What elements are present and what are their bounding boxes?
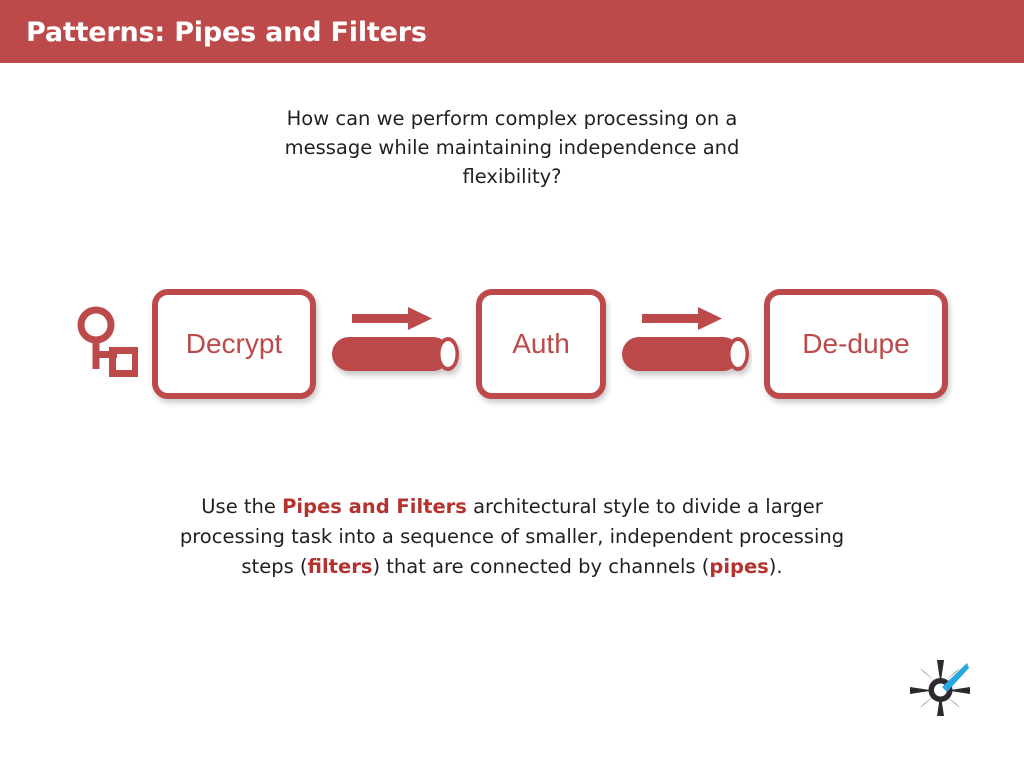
pipe-arrow-icon [642,307,722,330]
page-title: Patterns: Pipes and Filters [26,17,427,48]
question-line-2: message while maintaining independence a… [284,136,740,159]
description-text-segment: steps ( [241,555,308,578]
stage-label-de-dupe: De-dupe [802,328,910,359]
stage-box-auth: Auth [476,289,606,399]
starburst-logo [906,656,974,724]
pipe-arrow-icon [352,307,432,330]
key-icon [76,306,139,382]
stage-label-decrypt: Decrypt [185,328,283,359]
cyan-ray-icon [942,663,969,692]
pipe-connector-1 [326,305,462,383]
highlight-filters: filters [307,555,373,578]
question-text: How can we perform complex processing on… [262,104,762,191]
highlight-pipes-and-filters: Pipes and Filters [282,495,467,518]
pipe-cylinder [332,337,459,371]
question-line-3: flexibility? [462,165,562,188]
description-text-segment: ) that are connected by channels ( [372,555,710,578]
description-text-segment: architectural style to divide a larger [466,495,823,518]
description-line-3: steps (filters) that are connected by ch… [152,552,872,582]
description-line-2: processing task into a sequence of small… [179,525,845,548]
description-text: Use the Pipes and Filters architectural … [152,492,872,582]
stage-box-decrypt: Decrypt [152,289,316,399]
description-text-segment: Use the [201,495,283,518]
header-bar: Patterns: Pipes and Filters [0,0,1024,63]
stage-label-auth: Auth [512,328,570,359]
pipe-cylinder [622,337,749,371]
description-text-segment: ). [768,555,783,578]
description-line-1: Use the Pipes and Filters architectural … [152,492,872,522]
pipe-connector-2 [616,305,752,383]
stage-box-de-dupe: De-dupe [764,289,948,399]
highlight-pipes: pipes [709,555,769,578]
question-line-1: How can we perform complex processing on… [286,107,738,130]
pipes-and-filters-diagram: Decrypt Auth [0,270,1024,415]
